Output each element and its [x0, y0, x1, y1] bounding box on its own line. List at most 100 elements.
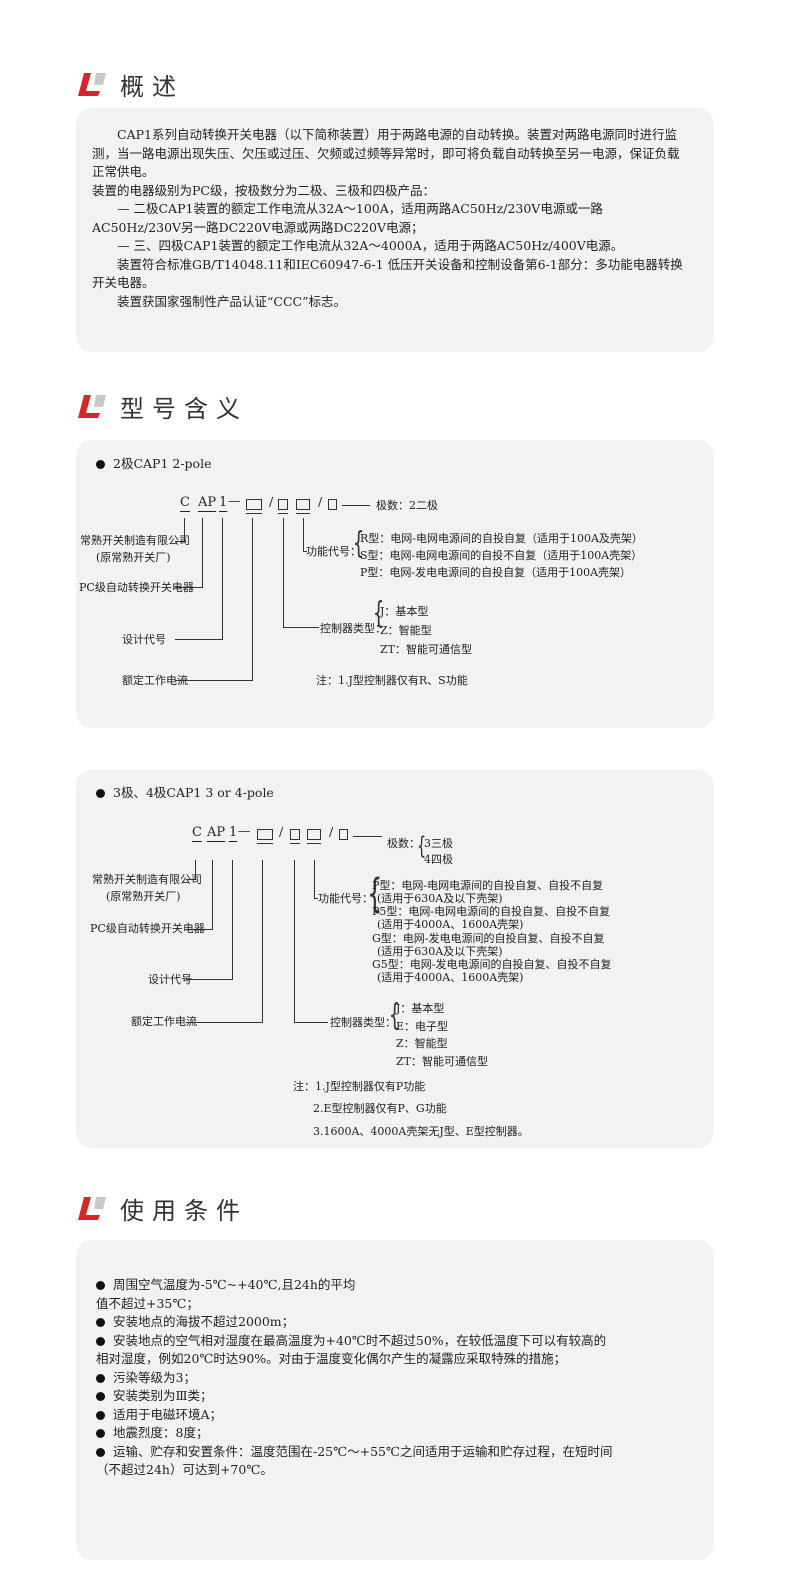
function-option: (适用于630A及以下壳架): [377, 892, 503, 905]
controller-option: J：基本型: [380, 605, 429, 618]
overview-paragraph: CAP1系列自动转换开关电器（以下简称装置）用于两路电源的自动转换。装置对两路电…: [92, 127, 680, 179]
bullet-icon: [96, 1447, 105, 1457]
label-design-code: 设计代号: [148, 973, 192, 986]
brand-logo-icon: [78, 73, 106, 96]
code-1: 1: [219, 495, 228, 510]
poles-option: 3三极: [424, 837, 453, 850]
bullet-icon: [96, 1429, 105, 1438]
condition-item: 运输、贮存和安置条件：温度范围在-25℃～+55℃之间适用于运输和贮存过程，在短…: [96, 1443, 694, 1462]
code-c: C: [180, 495, 190, 510]
code-c: C: [192, 825, 202, 840]
bullet-icon: [96, 1281, 105, 1290]
function-option: (适用于630A及以下壳架): [377, 945, 503, 958]
bullet-icon: [96, 1336, 105, 1346]
section-header-overview: 概述: [78, 68, 184, 101]
controller-option: Z：智能型: [380, 624, 432, 637]
label-company: 常熟开关制造有限公司: [80, 534, 190, 547]
condition-item: 地震烈度：8度；: [96, 1424, 694, 1443]
brand-logo-icon: [78, 395, 106, 418]
controller-type-label: 控制器类型：: [330, 1016, 396, 1029]
code-ap: AP: [207, 825, 226, 840]
condition-text: 安装类别为Ⅲ类；: [113, 1388, 213, 1403]
bullet-icon: [96, 1410, 105, 1420]
bullet-icon: [96, 1373, 105, 1383]
label-company: 常熟开关制造有限公司: [92, 873, 202, 886]
label-pc-class: PC级自动转换开关电器: [90, 922, 205, 935]
diagram-title: 2极CAP1 2-pole: [113, 456, 212, 471]
condition-text: 适用于电磁环境A；: [113, 1406, 223, 1422]
condition-item: 安装地点的海拔不超过2000m；: [96, 1313, 694, 1332]
function-option: P型：电网-发电电源间的自投自复（适用于100A壳架）: [360, 566, 632, 579]
condition-item: 安装类别为Ⅲ类；: [96, 1387, 694, 1406]
overview-paragraph: — 三、四极CAP1装置的额定工作电流从32A～4000A，适用于两路AC50H…: [92, 238, 624, 253]
diagram-title: 3极、4极CAP1 3 or 4-pole: [113, 785, 274, 800]
poles-option: 4四极: [424, 853, 453, 866]
bullet-icon: [96, 460, 105, 469]
function-option: P5型：电网-电网电源间的自投自复、自投不自复: [372, 905, 611, 918]
function-option: (适用于4000A、1600A壳架): [377, 918, 524, 931]
section-header-conditions: 使用条件: [78, 1192, 248, 1225]
controller-option: J：基本型: [396, 1002, 445, 1015]
brand-logo-icon: [78, 1197, 106, 1220]
controller-option: Z：智能型: [396, 1037, 448, 1050]
label-company-former: (原常熟开关厂): [106, 890, 181, 903]
code-dash: —: [238, 823, 251, 838]
function-code-label: 功能代号：: [306, 545, 361, 558]
code-dash: —: [228, 493, 241, 508]
label-design-code: 设计代号: [122, 633, 166, 646]
condition-item: （不超过24h）可达到+70℃。: [96, 1462, 273, 1477]
three-four-pole-panel: [76, 770, 714, 1148]
code-1: 1: [229, 825, 238, 840]
code-slash: /: [269, 494, 274, 509]
function-option: G型：电网-发电电源间的自投自复、自投不自复: [372, 932, 605, 945]
code-slash: /: [318, 494, 323, 509]
function-code-label: 功能代号：: [318, 892, 373, 905]
condition-item: 安装地点的空气相对湿度在最高温度为+40℃时不超过50%，在较低温度下可以有较高…: [96, 1332, 694, 1351]
controller-option: E：电子型: [396, 1020, 449, 1033]
poles-label: 极数：2二极: [376, 499, 438, 512]
section-title: 概述: [120, 72, 184, 101]
condition-item: 适用于电磁环境A；: [96, 1406, 694, 1425]
note: 注：1.J型控制器仅有R、S功能: [316, 674, 468, 687]
overview-panel: CAP1系列自动转换开关电器（以下简称装置）用于两路电源的自动转换。装置对两路电…: [76, 108, 714, 352]
bullet-icon: [96, 789, 105, 798]
label-rated-current: 额定工作电流: [122, 674, 188, 687]
function-option: G5型：电网-发电电源间的自投自复、自投不自复: [372, 958, 612, 971]
section-title: 使用条件: [120, 1196, 248, 1225]
condition-text: 地震烈度：8度；: [113, 1425, 209, 1440]
function-option: P型：电网-电网电源间的自投自复、自投不自复: [372, 879, 604, 892]
bullet-icon: [96, 1392, 105, 1401]
function-option: (适用于4000A、1600A壳架): [377, 971, 524, 984]
condition-item: 值不超过+35℃；: [96, 1295, 199, 1311]
overview-paragraph: 装置获国家强制性产品认证“CCC”标志。: [92, 293, 346, 309]
code-slash: /: [279, 824, 284, 839]
note: 2.E型控制器仅有P、G功能: [313, 1102, 447, 1115]
poles-label: 极数：: [387, 837, 420, 850]
note: 3.1600A、4000A壳架无J型、E型控制器。: [313, 1125, 529, 1138]
condition-item: 周围空气温度为-5℃~+40℃,且24h的平均: [96, 1276, 694, 1295]
condition-item: 污染等级为3；: [96, 1369, 694, 1388]
overview-paragraph: 装置符合标准GB/T14048.11和IEC60947-6-1 低压开关设备和控…: [92, 256, 683, 291]
function-option: S型：电网-电网电源间的自投不自复（适用于100A壳架）: [360, 549, 643, 562]
controller-option: ZT：智能可通信型: [396, 1055, 488, 1068]
condition-item: 相对湿度，例如20℃时达90%。对由于温度变化偶尔产生的凝露应采取特殊的措施；: [96, 1351, 567, 1366]
condition-text: 周围空气温度为-5℃~+40℃,且24h的平均: [113, 1277, 356, 1292]
overview-paragraph: 装置的电器级别为PC级，按极数分为二极、三极和四极产品：: [92, 182, 435, 198]
controller-option: ZT：智能可通信型: [380, 643, 472, 656]
overview-paragraph: — 二极CAP1装置的额定工作电流从32A～100A，适用两路AC50Hz/23…: [92, 201, 603, 235]
code-ap: AP: [198, 495, 217, 510]
label-rated-current: 额定工作电流: [131, 1015, 197, 1028]
section-title: 型号含义: [120, 394, 248, 423]
controller-type-label: 控制器类型：: [320, 622, 386, 635]
section-header-model: 型号含义: [78, 390, 248, 423]
function-option: R型：电网-电网电源间的自投自复（适用于100A及壳架）: [360, 532, 643, 545]
code-slash: /: [329, 824, 334, 839]
conditions-panel: 周围空气温度为-5℃~+40℃,且24h的平均 值不超过+35℃； 安装地点的海…: [76, 1240, 714, 1560]
note: 注：1.J型控制器仅有P功能: [293, 1080, 426, 1093]
condition-text: 安装地点的空气相对湿度在最高温度为+40℃时不超过50%，在较低温度下可以有较高…: [113, 1332, 607, 1348]
label-pc-class: PC级自动转换开关电器: [79, 581, 194, 594]
label-company-former: (原常熟开关厂): [96, 551, 171, 564]
condition-text: 污染等级为3；: [113, 1369, 196, 1385]
condition-text: 安装地点的海拔不超过2000m；: [113, 1314, 295, 1329]
bullet-icon: [96, 1318, 105, 1327]
